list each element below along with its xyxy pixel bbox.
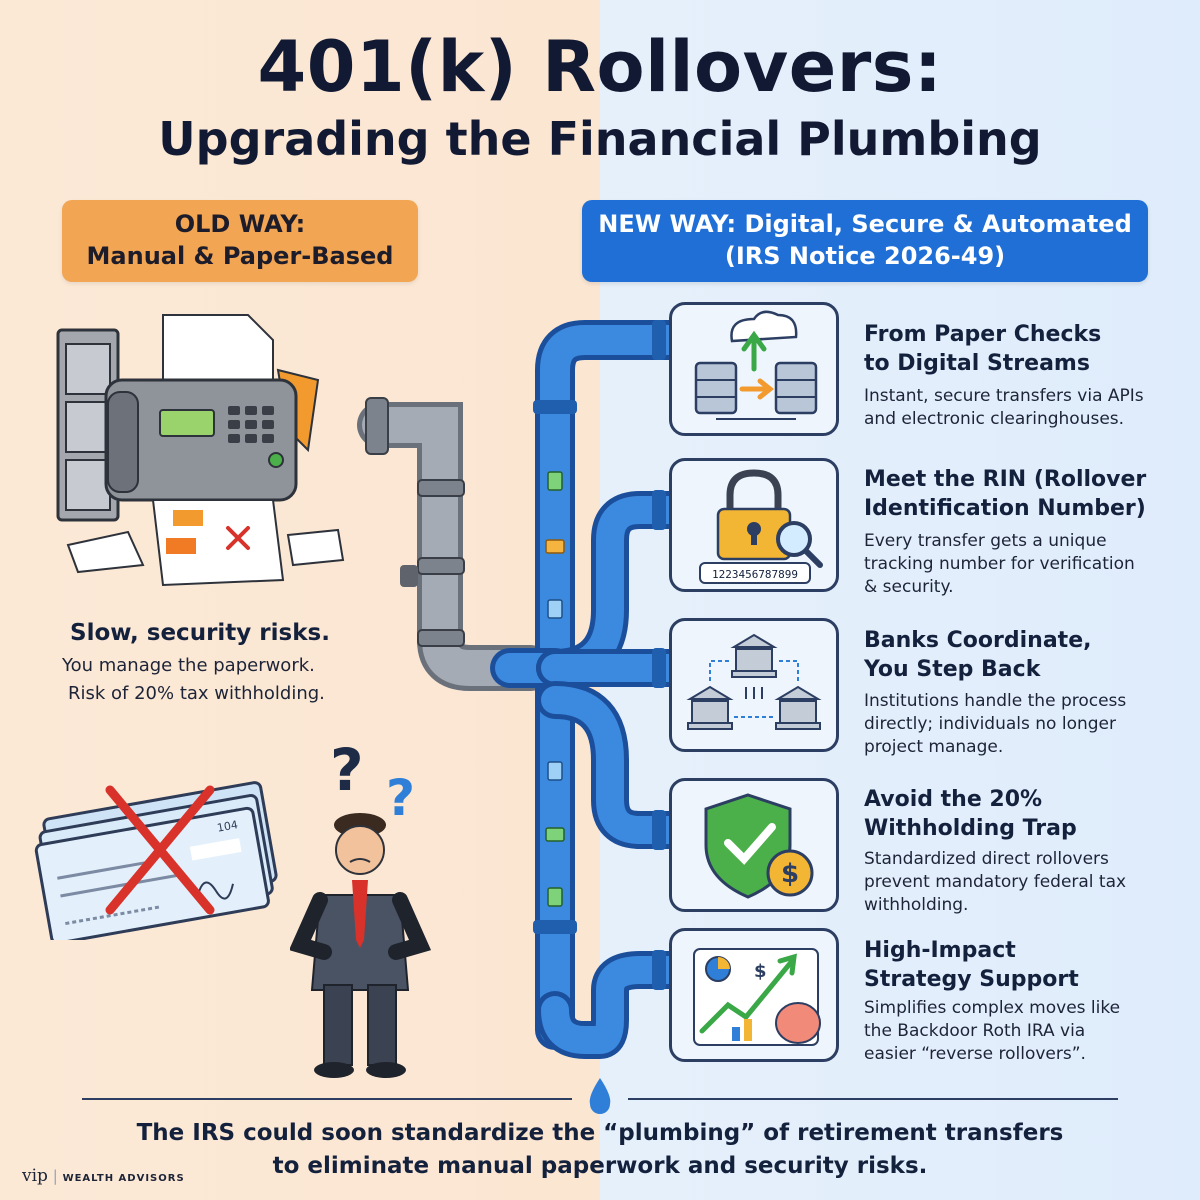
footer-divider-left bbox=[82, 1098, 572, 1100]
new-way-header-line1: NEW WAY: Digital, Secure & Automated bbox=[598, 210, 1132, 238]
feature-box-banks bbox=[669, 618, 839, 752]
feature-box-digital-streams bbox=[669, 302, 839, 436]
feature-desc-rin: Every transfer gets a unique tracking nu… bbox=[864, 530, 1184, 599]
question-mark-icon: ? bbox=[330, 736, 364, 804]
feature-title-banks: Banks Coordinate, You Step Back bbox=[864, 626, 1194, 684]
svg-text:$: $ bbox=[781, 859, 799, 889]
blue-pipe-network bbox=[490, 320, 690, 1059]
man-head bbox=[335, 825, 385, 875]
logo-name: WEALTH ADVISORS bbox=[62, 1173, 185, 1184]
feature-desc-withholding: Standardized direct rollovers prevent ma… bbox=[864, 848, 1184, 917]
fax-display bbox=[159, 409, 215, 437]
feature-desc-line2: tracking number for verification bbox=[864, 554, 1135, 574]
logo-mark: vip bbox=[22, 1166, 48, 1186]
fax-handset bbox=[107, 391, 139, 493]
feature-box-rin: 1223456787899 bbox=[669, 458, 839, 592]
feature-title-line2: Strategy Support bbox=[864, 967, 1079, 992]
footer-divider-right bbox=[628, 1098, 1118, 1100]
feature-desc-line1: Standardized direct rollovers bbox=[864, 849, 1109, 869]
old-way-header: OLD WAY: Manual & Paper-Based bbox=[62, 200, 418, 282]
feature-title-rin: Meet the RIN (Rollover Identification Nu… bbox=[864, 465, 1194, 523]
feature-desc-line2: prevent mandatory federal tax bbox=[864, 872, 1127, 892]
svg-text:$: $ bbox=[754, 961, 767, 982]
feature-box-withholding: $ bbox=[669, 778, 839, 912]
brand-logo: vip | WEALTH ADVISORS bbox=[22, 1166, 185, 1186]
feature-desc-strategy: Simplifies complex moves like the Backdo… bbox=[864, 997, 1184, 1066]
old-way-header-line2: Manual & Paper-Based bbox=[86, 242, 394, 270]
feature-desc-line1: Instant, secure transfers via APIs bbox=[864, 386, 1144, 406]
feature-desc-line3: & security. bbox=[864, 577, 954, 597]
feature-title-line2: Withholding Trap bbox=[864, 816, 1077, 841]
feature-title-line1: Banks Coordinate, bbox=[864, 628, 1092, 653]
flowing-documents bbox=[545, 471, 565, 907]
water-drop-icon bbox=[589, 1078, 611, 1114]
feature-desc-digital-streams: Instant, secure transfers via APIs and e… bbox=[864, 385, 1184, 431]
old-way-heading: Slow, security risks. bbox=[70, 620, 330, 646]
question-mark-blue-icon: ? bbox=[386, 769, 415, 827]
banks-network-icon bbox=[686, 633, 822, 730]
feature-title-digital-streams: From Paper Checks to Digital Streams bbox=[864, 320, 1194, 378]
paper-checks-illustration: 104 bbox=[34, 781, 278, 940]
old-way-header-line1: OLD WAY: bbox=[174, 210, 306, 238]
page-subtitle: Upgrading the Financial Plumbing bbox=[158, 112, 1042, 166]
confused-man-illustration: ? ? bbox=[290, 736, 432, 1078]
new-way-header-line2: (IRS Notice 2026-49) bbox=[724, 242, 1006, 270]
feature-title-line2: to Digital Streams bbox=[864, 351, 1090, 376]
error-x-icon bbox=[226, 526, 250, 550]
feature-desc-line2: directly; individuals no longer bbox=[864, 714, 1116, 734]
feature-title-line1: High-Impact bbox=[864, 938, 1016, 963]
feature-title-strategy: High-Impact Strategy Support bbox=[864, 936, 1194, 994]
feature-title-line2: You Step Back bbox=[864, 657, 1041, 682]
shield-dollar-icon: $ bbox=[704, 793, 814, 899]
paper-sheet-icon bbox=[162, 314, 274, 391]
feature-desc-banks: Institutions handle the process directly… bbox=[864, 690, 1184, 759]
old-way-line1: You manage the paperwork. bbox=[62, 655, 315, 676]
feature-desc-line2: and electronic clearinghouses. bbox=[864, 409, 1125, 429]
feature-title-line2: Identification Number) bbox=[864, 496, 1146, 521]
feature-desc-line1: Institutions handle the process bbox=[864, 691, 1127, 711]
feature-box-strategy: $ bbox=[669, 928, 839, 1062]
feature-desc-line3: easier “reverse rollovers”. bbox=[864, 1044, 1086, 1064]
feature-desc-line1: Simplifies complex moves like bbox=[864, 998, 1121, 1018]
feature-desc-line1: Every transfer gets a unique bbox=[864, 531, 1107, 551]
grey-pipe bbox=[357, 397, 553, 691]
old-way-line2: Risk of 20% tax withholding. bbox=[68, 683, 325, 704]
feature-title-withholding: Avoid the 20% Withholding Trap bbox=[864, 785, 1194, 843]
check-number: 104 bbox=[216, 818, 239, 834]
cross-out-icon bbox=[105, 785, 215, 915]
feature-title-line1: Meet the RIN (Rollover bbox=[864, 467, 1147, 492]
rin-number: 1223456787899 bbox=[712, 568, 798, 581]
growth-chart-brain-icon: $ bbox=[693, 948, 821, 1046]
feature-title-line1: From Paper Checks bbox=[864, 322, 1102, 347]
feature-desc-line2: the Backdoor Roth IRA via bbox=[864, 1021, 1086, 1041]
footer-line1: The IRS could soon standardize the “plum… bbox=[136, 1120, 1064, 1146]
cloud-servers-icon bbox=[694, 310, 818, 420]
new-way-header: NEW WAY: Digital, Secure & Automated (IR… bbox=[582, 200, 1148, 282]
fax-machine-illustration bbox=[56, 314, 345, 587]
feature-title-line1: Avoid the 20% bbox=[864, 787, 1043, 812]
footer-line2: to eliminate manual paperwork and securi… bbox=[272, 1153, 928, 1179]
padlock-magnifier-icon: 1223456787899 bbox=[699, 469, 823, 584]
feature-desc-line3: withholding. bbox=[864, 895, 969, 915]
feature-desc-line3: project manage. bbox=[864, 737, 1004, 757]
page-title: 401(k) Rollovers: bbox=[257, 26, 943, 108]
